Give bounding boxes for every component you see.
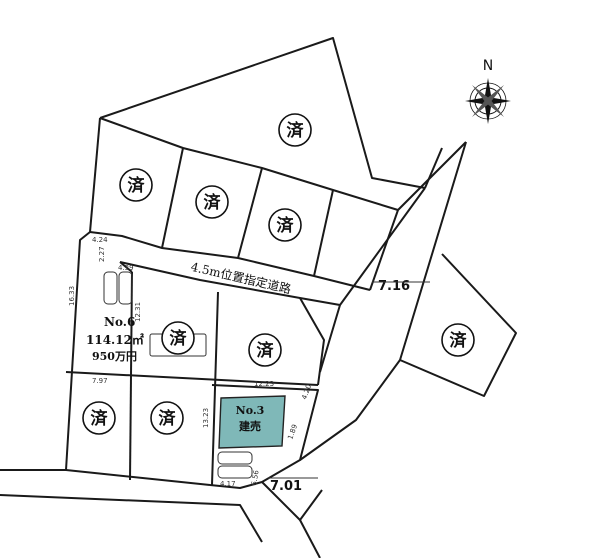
lot6-price: 950万円	[92, 350, 137, 363]
parking-lot3	[217, 451, 253, 479]
dimension-label: 4.20	[300, 383, 313, 400]
car-icon	[103, 271, 118, 305]
sold-mark-icon: 済	[248, 333, 282, 367]
car-icon	[118, 271, 133, 305]
sold-mark-icon: 済	[150, 401, 184, 435]
compass-rose-icon: N	[465, 58, 511, 124]
sold-mark-icon: 済	[161, 321, 195, 355]
sold-mark-icon: 済	[278, 113, 312, 147]
lot3-status: 建売	[239, 419, 261, 433]
site-boundary-lines	[0, 37, 517, 558]
sold-mark-text: 済	[170, 328, 188, 349]
lot6-area: 114.12㎡	[86, 332, 144, 347]
lot3-building[interactable]	[218, 395, 286, 449]
dimension-label: 2.27	[98, 246, 106, 262]
car-icon	[217, 451, 253, 465]
sold-mark-icon: 済	[441, 323, 475, 357]
dimension-label: 13.23	[202, 408, 210, 428]
north-label: N	[483, 58, 493, 74]
sold-mark-text: 済	[128, 175, 146, 196]
sold-mark-text: 済	[257, 340, 275, 361]
road-width-east: 7.16	[378, 279, 410, 294]
dimension-label: 6.56	[250, 469, 261, 486]
car-icon	[217, 465, 253, 479]
sold-mark-text: 済	[277, 215, 295, 236]
lot6-number: No.6	[104, 315, 135, 329]
sold-mark-text: 済	[91, 408, 109, 429]
dimension-label: 16.33	[68, 286, 76, 306]
sold-mark-icon: 済	[119, 168, 153, 202]
sold-mark-text: 済	[287, 120, 305, 141]
dimension-label: 4.24	[92, 236, 108, 244]
sold-mark-icon: 済	[82, 401, 116, 435]
sold-mark-text: 済	[204, 192, 222, 213]
dimension-label: 12.23	[254, 380, 274, 388]
dimension-label: 1.89	[286, 423, 299, 440]
dimension-label: 4.39	[118, 264, 134, 272]
road-label: 4.5m位置指定道路	[189, 259, 292, 297]
sold-mark-icon: 済	[268, 208, 302, 242]
sold-marks: 済済済済済済済済済	[82, 113, 475, 435]
dimension-label: 7.97	[92, 377, 108, 385]
sold-mark-text: 済	[159, 408, 177, 429]
road-width-south: 7.01	[270, 479, 302, 494]
sold-mark-text: 済	[450, 330, 468, 351]
dimension-label: 12.31	[134, 302, 142, 322]
parking-lot6	[103, 271, 133, 305]
lot3-number: No.3	[236, 404, 265, 417]
dimension-label: 4.17	[220, 480, 236, 488]
sold-mark-icon: 済	[195, 185, 229, 219]
